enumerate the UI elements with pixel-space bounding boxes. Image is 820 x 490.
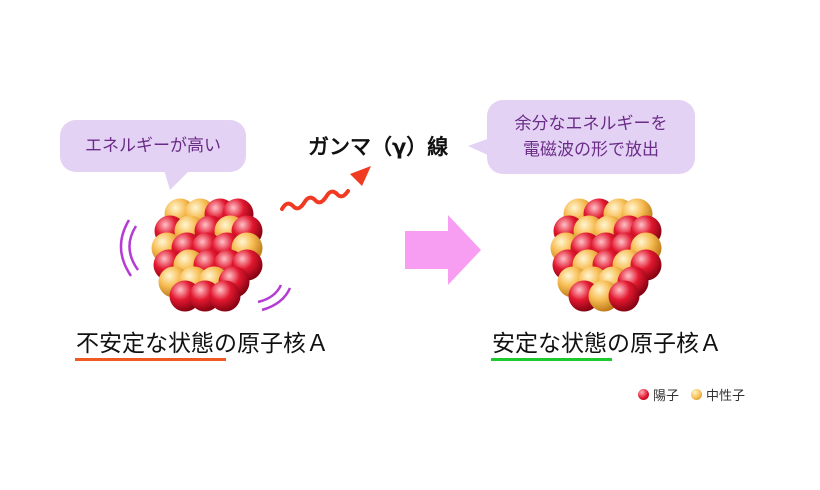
gamma-wave-arrow xyxy=(280,189,350,211)
speech-bubble-energy-release: 余分なエネルギーを 電磁波の形で放出 xyxy=(487,100,695,174)
vibration-lines-left xyxy=(119,219,140,277)
proton-sphere xyxy=(209,280,241,312)
transition-arrow xyxy=(405,215,481,285)
proton-legend-label: 陽子 xyxy=(653,389,680,404)
stable-nucleus-label: 安定な状態の原子核Ａ xyxy=(492,331,722,357)
bubble-tail xyxy=(164,170,190,190)
bubble-text-line-1: 余分なエネルギーを xyxy=(514,113,668,134)
unstable-nucleus-label: 不安定な状態の原子核Ａ xyxy=(76,331,329,357)
underline-stable xyxy=(491,358,612,361)
vibration-lines-right xyxy=(257,284,292,312)
neutron-legend-label: 中性子 xyxy=(706,389,746,404)
underline-unstable xyxy=(75,358,226,361)
gamma-ray-label: ガンマ（γ）線 xyxy=(308,135,449,159)
bubble-text: エネルギーが高い xyxy=(85,135,221,156)
nucleus-right xyxy=(550,198,662,312)
proton-legend-icon xyxy=(638,389,649,400)
legend: 陽子 中性子 xyxy=(638,385,745,404)
speech-bubble-energy-high: エネルギーが高い xyxy=(60,120,246,172)
gamma-arrow-head xyxy=(350,166,371,186)
proton-sphere xyxy=(608,280,640,312)
neutron-legend-icon xyxy=(691,389,703,400)
bubble-text-line-2: 電磁波の形で放出 xyxy=(523,140,659,160)
nucleus-left xyxy=(151,198,263,312)
bubble-tail xyxy=(468,138,490,156)
